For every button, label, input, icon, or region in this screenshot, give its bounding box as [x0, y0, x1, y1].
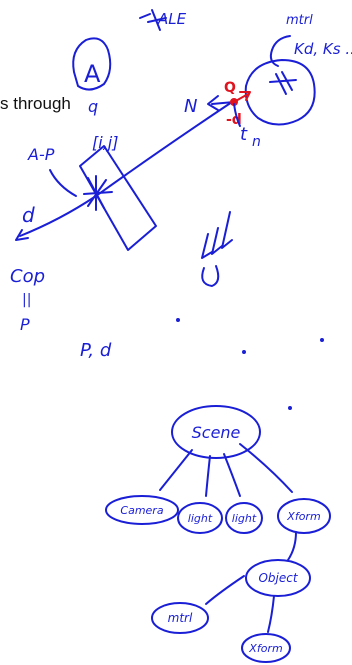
edge-scene-camera: [160, 450, 192, 490]
normal-arrow: [208, 96, 234, 110]
normal-label: N: [184, 96, 197, 117]
node-light-2-label: light: [232, 512, 257, 525]
light-ray-2: [212, 228, 222, 254]
primary-ray: [20, 102, 232, 236]
node-object-label: Object: [258, 571, 298, 585]
hit-label: Q: [224, 80, 236, 96]
edge-object-mtrl: [206, 576, 244, 604]
stray-dot: [177, 319, 179, 321]
point-label: P: [20, 315, 30, 334]
object-hatch: [270, 72, 296, 94]
material-params-label: Kd, Ks ...: [294, 40, 352, 58]
node-camera-label: Camera: [120, 504, 163, 517]
scene-graph: Scene Camera light light Xform Object mt…: [106, 406, 330, 662]
stray-dot: [289, 407, 291, 409]
vector-ap-pointer: [50, 170, 76, 196]
vector-ap-label: A-P: [27, 145, 55, 164]
edge-object-xform: [268, 596, 274, 632]
node-xform-child-label: Xform: [248, 642, 282, 655]
edge-scene-light2: [224, 454, 240, 496]
t-sub-label: n: [252, 134, 261, 150]
node-mtrl-label: mtrl: [168, 611, 193, 625]
object-blob: [246, 60, 315, 125]
stray-dot: [243, 351, 245, 353]
material-title-label: mtrl: [286, 13, 313, 28]
t-label: t: [240, 124, 248, 145]
light-ray-3: [222, 212, 232, 248]
direction-label: d: [22, 203, 35, 227]
stray-dot: [321, 339, 323, 341]
edge-scene-xform: [240, 444, 292, 492]
top-note-label: ALE: [157, 10, 187, 28]
edge-xform-object: [288, 532, 296, 560]
cop-label: Cop: [10, 266, 45, 287]
params-label: P, d: [80, 340, 112, 361]
light-ray-1: [202, 234, 212, 258]
node-a-sub-label: q: [88, 97, 98, 116]
edge-scene-light1: [206, 456, 210, 496]
light-bulb: [202, 266, 218, 286]
node-scene-label: Scene: [192, 423, 241, 442]
node-a-label: A: [84, 60, 101, 88]
node-xform-label: Xform: [286, 510, 320, 523]
node-light-1-label: light: [188, 512, 213, 525]
equals-label: ||: [22, 292, 31, 308]
